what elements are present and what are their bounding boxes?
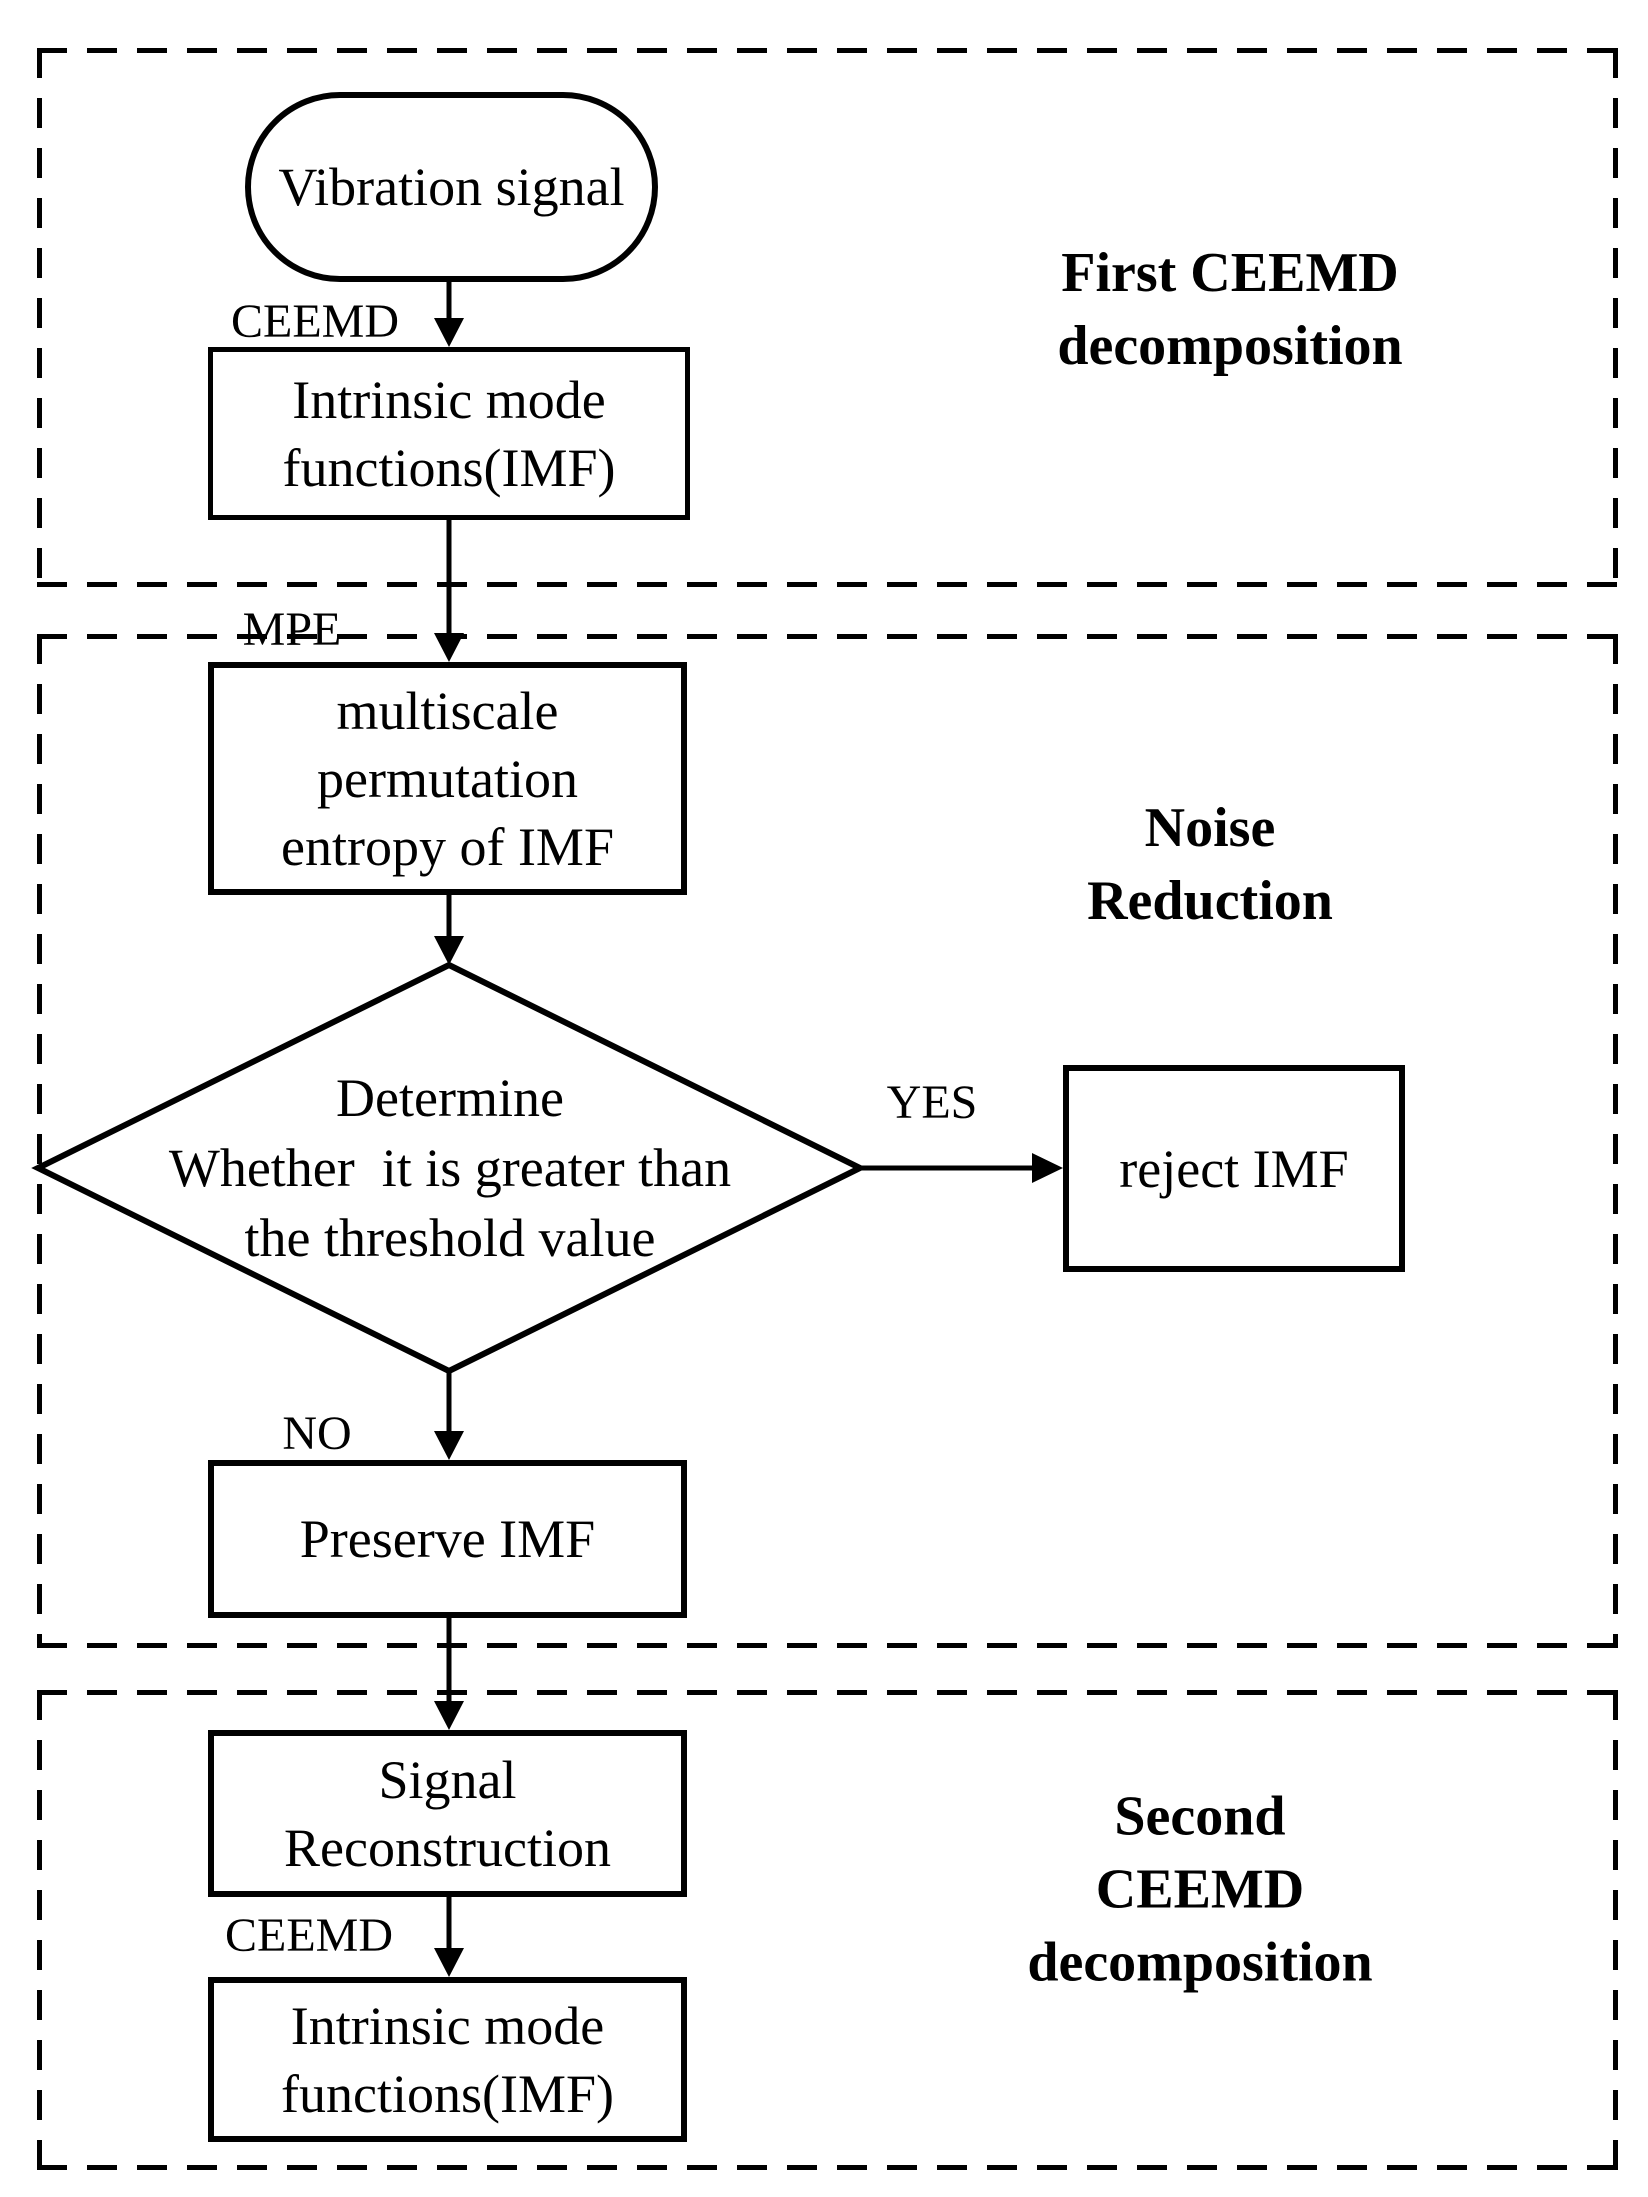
node-imf-second: Intrinsic mode functions(IMF)	[208, 1977, 687, 2142]
arrowhead-decision-to-reject	[1032, 1153, 1063, 1183]
node-mpe: multiscale permutation entropy of IMF	[208, 662, 687, 895]
section-label-noise-reduction: Noise Reduction	[1087, 797, 1333, 932]
arrowhead-decision-to-preserve	[434, 1431, 464, 1460]
node-signal-reconstruction: Signal Reconstruction	[208, 1730, 687, 1897]
arrowhead-mpe-to-decision	[434, 936, 464, 965]
arrowhead-signal-to-imf2	[434, 1948, 464, 1977]
node-decision-text: Determine Whether it is greater than the…	[168, 1068, 732, 1268]
edge-label-ceemd-second: CEEMD	[225, 1909, 393, 1962]
edge-label-no: NO	[282, 1407, 352, 1460]
section-label-second-ceemd: Second CEEMD decomposition	[1027, 1785, 1373, 1994]
arrowhead-imf1-to-mpe	[434, 633, 464, 662]
edge-label-ceemd-first: CEEMD	[231, 295, 399, 348]
section-label-first-ceemd: First CEEMD decomposition	[1057, 242, 1403, 377]
node-vibration-signal: Vibration signal	[245, 92, 658, 282]
node-reject-imf: reject IMF	[1063, 1065, 1405, 1272]
arrowhead-preserve-to-signal	[434, 1701, 464, 1730]
edge-label-yes: YES	[886, 1076, 978, 1129]
node-imf-first: Intrinsic mode functions(IMF)	[208, 347, 690, 520]
arrowhead-vibration-to-imf1	[434, 318, 464, 347]
node-preserve-imf: Preserve IMF	[208, 1460, 687, 1618]
edge-label-mpe: MPE	[242, 603, 342, 656]
